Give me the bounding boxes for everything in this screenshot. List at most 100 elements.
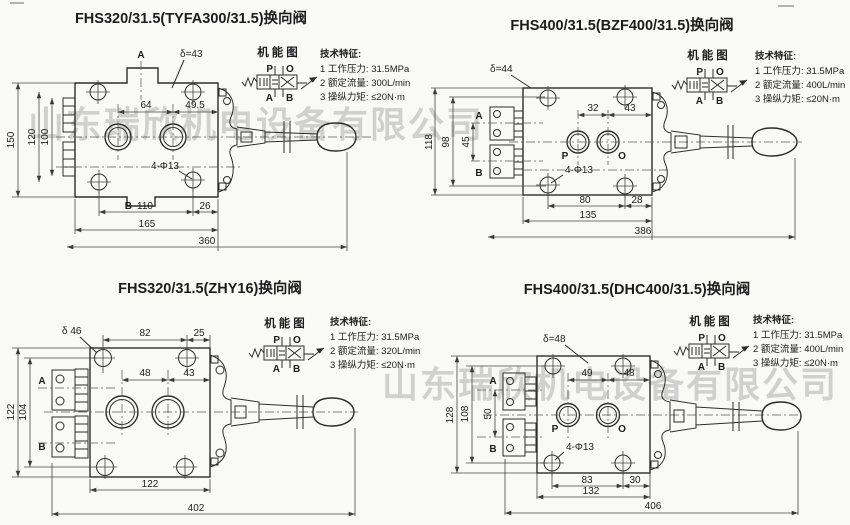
dim-label: 108 [460, 405, 471, 422]
dimensions: δ=44 32 43 4-Φ13 118 98 45 80 28 135 386 [425, 64, 796, 240]
holes-label: 4-Φ13 [151, 161, 179, 172]
function-diagram: 机能图 P O A B [673, 314, 750, 373]
dim-label: 110 [137, 201, 153, 212]
dim-label: 386 [635, 226, 652, 237]
dim-label: 98 [441, 136, 452, 148]
lever-knob [761, 401, 802, 431]
port-label: B [716, 96, 723, 107]
lever-assembly [209, 354, 355, 468]
dim-label: 118 [425, 134, 435, 150]
spring-symbol [241, 76, 258, 88]
dimensions: δ=48 49 48 4-Φ13 128 108 50 83 30 132 40… [445, 334, 799, 516]
function-diagram: 机能图 P O A B [671, 48, 748, 107]
specs-header: 技术特征: [753, 314, 794, 326]
specs-header: 技术特征: [320, 48, 361, 60]
lever-knob [751, 127, 798, 157]
port-label: P [562, 151, 569, 162]
drawing-title: FHS320/31.5(ZHY16)换向阀 [118, 279, 302, 297]
side-blocks: A B [475, 106, 524, 179]
spec-line: 3 操纵力矩: ≤20N·m [320, 91, 405, 103]
port-label: A [489, 376, 496, 387]
centerlines [471, 110, 802, 171]
spring-symbol [248, 347, 265, 359]
thickness-label: δ=44 [490, 64, 513, 75]
function-diagram-label: 机能图 [257, 45, 301, 59]
specs-header: 技术特征: [755, 50, 796, 62]
port-label: A [696, 96, 703, 107]
function-diagram-label: 机能图 [689, 314, 733, 328]
dim-label: 402 [188, 503, 205, 514]
dim-label: 43 [183, 368, 195, 379]
side-blocks: A B [489, 372, 537, 457]
dim-label: 104 [18, 403, 29, 420]
valve-drawing-fhs320-zhy16: FHS320/31.5(ZHY16)换向阀 A B [6, 279, 420, 517]
dim-label: 49 [581, 368, 593, 379]
dim-label: 406 [645, 501, 662, 512]
thickness-label: δ 46 [62, 326, 82, 337]
tech-specs: 技术特征: 1 工作压力: 31.5MPa 2 额定流量: 320L/min 3… [330, 316, 420, 371]
spec-line: 3 操纵力矩: ≤20N·m [330, 359, 415, 371]
valve-body: P O [522, 85, 653, 198]
dim-label: 150 [6, 131, 17, 148]
holes-label: 4-Φ13 [566, 442, 594, 453]
spec-line: 2 额定流量: 320L/min [330, 345, 420, 357]
port-label: A [475, 111, 482, 122]
dim-label: 82 [139, 328, 151, 339]
drawing-title: FHS400/31.5(DHC400/31.5)换向阀 [524, 280, 750, 298]
spec-line: 1 工作压力: 31.5MPa [320, 63, 410, 75]
function-diagram-label: 机能图 [264, 316, 308, 330]
port-label: O [286, 64, 294, 75]
valve-drawing-fhs320-tyfa300: FHS320/31.5(TYFA300/31.5)换向阀 A δ= [6, 9, 410, 251]
spring-symbol [673, 345, 690, 357]
port-label: A [266, 93, 273, 104]
dim-label: 48 [139, 368, 151, 379]
centerlines [38, 370, 358, 444]
spec-line: 1 工作压力: 31.5MPa [330, 331, 420, 343]
lever-assembly [651, 91, 798, 193]
dim-label: 48 [623, 368, 635, 379]
port-label: A [137, 50, 144, 61]
dimensions: A δ=43 64 49.5 4-Φ13 150 120 100 B 110 2… [6, 49, 348, 251]
dim-label: 120 [27, 128, 38, 145]
dim-label: 80 [579, 195, 591, 206]
port-label: P [696, 67, 703, 78]
port-label: P [266, 64, 273, 75]
port-label: B [286, 93, 293, 104]
port-label: B [718, 362, 725, 373]
spring-symbol [671, 79, 688, 91]
dim-label: 43 [624, 103, 636, 114]
centerlines [477, 373, 801, 438]
drawing-title: FHS320/31.5(TYFA300/31.5)换向阀 [75, 9, 307, 27]
dimensions: δ 46 82 25 48 43 122 104 122 402 [6, 326, 356, 517]
lever-knob [312, 397, 355, 427]
lever-assembly [217, 87, 357, 193]
holes-label: 4-Φ13 [565, 165, 593, 176]
port-label: B [489, 444, 496, 455]
port-label: B [38, 442, 45, 453]
port-label: P [698, 333, 705, 344]
dim-label: 28 [631, 195, 643, 206]
spec-line: 2 额定流量: 300L/min [320, 77, 410, 89]
port-label: B [475, 168, 482, 179]
dim-label: 360 [199, 236, 216, 247]
spec-line: 2 额定流量: 400L/min [753, 343, 843, 355]
port-label: A [38, 376, 45, 387]
lever-assembly [649, 359, 802, 471]
centerlines [56, 61, 372, 168]
spec-line: 1 工作压力: 31.5MPa [753, 329, 843, 341]
scan-artifact [10, 2, 24, 4]
dim-label: 32 [587, 103, 599, 114]
port-label: P [552, 424, 559, 435]
port-label: P [273, 335, 280, 346]
dim-label: 25 [193, 328, 205, 339]
port-label: O [718, 333, 726, 344]
dim-label: 135 [580, 210, 597, 221]
port-label: B [125, 201, 132, 212]
dim-label: 30 [629, 475, 641, 486]
specs-header: 技术特征: [330, 316, 371, 328]
port-label: B [293, 364, 300, 375]
spec-line: 3 操纵力矩: ≤20N·m [753, 357, 838, 369]
valve-drawing-fhs400-bzf400: FHS400/31.5(BZF400/31.5)换向阀 P O A B [425, 16, 845, 240]
port-label: A [698, 362, 705, 373]
